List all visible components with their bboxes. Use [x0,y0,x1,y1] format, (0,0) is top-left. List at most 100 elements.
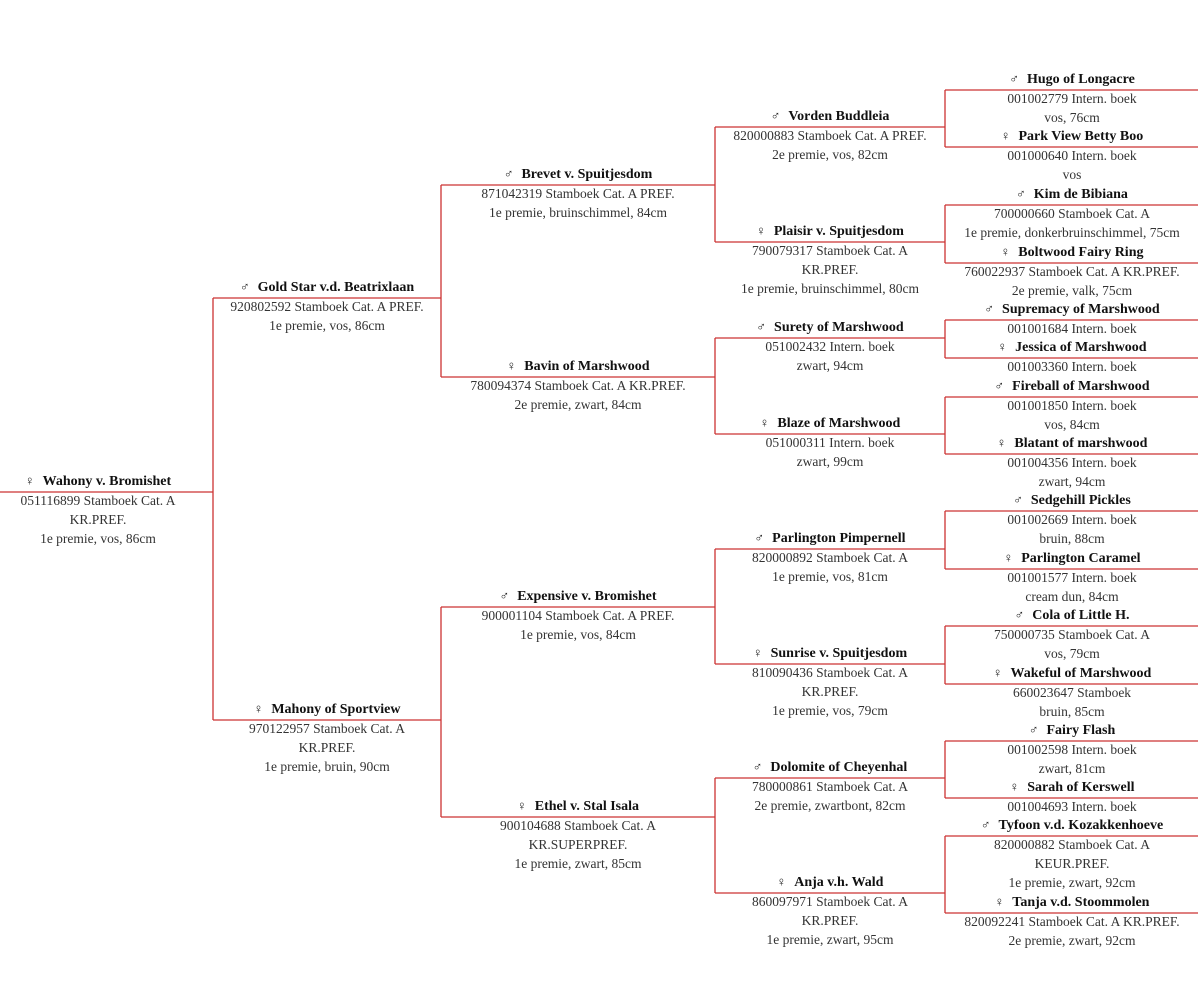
horse-name: Gold Star v.d. Beatrixlaan [257,280,415,295]
horse-detail-line: 001004356 Intern. boek [1007,455,1137,470]
horse-detail-line: 1e premie, bruinschimmel, 84cm [488,205,668,220]
horse-name: Wahony v. Bromishet [42,474,172,489]
horse-node: ♀Boltwood Fairy Ring 760022937 Stamboek C… [872,242,1200,300]
horse-detail-line: KR.PREF. [298,740,356,755]
horse-name-row: ♀Sunrise v. Spuitjesdom [630,643,1030,663]
horse-node: ♀ Tanja v.d. Stoommolen 820092241 Stamboek… [872,892,1200,950]
horse-name: Wakeful of Marshwood [1010,666,1152,681]
horse-detail-line: 001001577 Intern. boek [1007,570,1137,585]
horse-detail-line: 1e premie, vos, 86cm [269,318,385,333]
horse-name: Fireball of Marshwood [1012,379,1150,394]
horse-detail-line: 1e premie, zwart, 92cm [1008,875,1136,890]
horse-name-row: ♀Mahony of Sportview [127,699,527,719]
horse-name-row: ♂Kim de Bibiana [872,184,1200,204]
horse-detail-line: 820092241 Stamboek Cat. A KR.PREF. [964,914,1180,929]
male-symbol-icon: ♂ [770,108,781,123]
horse-detail-line: 790079317 Stamboek Cat. A [752,243,908,258]
female-symbol-icon: ♀ [776,874,787,889]
horse-name-row: ♂ Vorden Buddleia [630,106,1030,126]
horse-name: Ethel v. Stal Isala [534,799,639,814]
horse-detail-line: 1e premie, zwart, 85cm [514,856,642,871]
horse-name: Surety of Marshwood [774,320,904,335]
horse-detail-line: 001000640 Intern. boek [1007,148,1137,163]
horse-detail-line: bruin, 85cm [1039,704,1105,719]
horse-name-row: ♂Parlington Pimpernell [630,528,1030,548]
horse-node: ♀Bavin of Marshwood 780094374 Stamboek Ca… [378,356,778,414]
horse-name: Vorden Buddleia [788,109,890,124]
horse-name-row: ♀Bavin of Marshwood [378,356,778,376]
male-symbol-icon: ♂ [499,588,510,603]
horse-name-row: ♂ Gold Star v.d. Beatrixlaan [127,277,527,297]
horse-name-row: ♀Plaisir v. Spuitjesdom [630,221,1030,241]
horse-detail-line: 1e premie, vos, 79cm [772,703,888,718]
horse-name: Jessica of Marshwood [1015,340,1147,355]
horse-name: Hugo of Longacre [1026,72,1135,87]
male-symbol-icon: ♂ [503,166,514,181]
horse-detail-line: 2e premie, valk, 75cm [1011,283,1133,298]
male-symbol-icon: ♂ [756,319,767,334]
male-symbol-icon: ♂ [239,279,250,294]
horse-name: Blaze of Marshwood [777,416,901,431]
horse-detail-line: vos, 76cm [1044,110,1100,125]
horse-detail-line: KR.PREF. [69,512,127,527]
female-symbol-icon: ♀ [994,894,1005,909]
horse-detail-line: KEUR.PREF. [1034,856,1110,871]
horse-detail-line: 860097971 Stamboek Cat. A [752,894,908,909]
horse-detail-line: 1e premie, donkerbruinschimmel, 75cm [964,225,1180,240]
horse-node: ♀Plaisir v. Spuitjesdom 790079317 Stamboe… [630,221,1030,298]
horse-detail-line: 001002779 Intern. boek [1007,91,1137,106]
horse-detail-line: 2e premie, zwart, 92cm [1008,933,1136,948]
horse-name-row: ♂Tyfoon v.d. Kozakkenhoeve [872,815,1200,835]
horse-name: Park View Betty Boo [1018,129,1144,144]
horse-name: Expensive v. Bromishet [517,589,657,604]
horse-detail-line: 1e premie, zwart, 95cm [766,932,894,947]
horse-detail-line: 760022937 Stamboek Cat. A KR.PREF. [964,264,1180,279]
horse-detail-line: KR.PREF. [801,913,859,928]
horse-node: ♂Cola of Little H.750000735 Stamboek Cat… [872,605,1200,663]
male-symbol-icon: ♂ [1009,71,1019,86]
horse-detail-line: zwart, 99cm [796,454,864,469]
horse-name-row: ♀Boltwood Fairy Ring [872,242,1200,262]
female-symbol-icon: ♀ [517,798,527,813]
female-symbol-icon: ♀ [24,473,35,488]
female-symbol-icon: ♀ [1003,550,1014,565]
horse-name: Mahony of Sportview [271,702,401,717]
horse-name-row: ♀Park View Betty Boo [872,126,1200,146]
male-symbol-icon: ♂ [984,301,995,316]
horse-detail-line: 1e premie, bruinschimmel, 80cm [740,281,920,296]
horse-detail-line: vos, 84cm [1044,417,1100,432]
horse-detail-line: 051116899 Stamboek Cat. A [20,493,176,508]
horse-node: ♀Park View Betty Boo 001000640 Intern. bo… [872,126,1200,184]
horse-detail-line: 900104688 Stamboek Cat. A [500,818,656,833]
horse-detail-line: 780094374 Stamboek Cat. A KR.PREF. [470,378,686,393]
horse-detail-line: zwart, 94cm [796,358,864,373]
horse-name: Sedgehill Pickles [1030,493,1131,508]
horse-name-row: ♀ Tanja v.d. Stoommolen [872,892,1200,912]
horse-detail-line: 001001684 Intern. boek [1007,321,1137,336]
horse-node: ♀ Wahony v. Bromishet 051116899 Stamboek C… [0,471,298,548]
horse-name-row: ♀Jessica of Marshwood [872,337,1200,357]
horse-name-row: ♂Dolomite of Cheyenhal [630,757,1030,777]
horse-name: Fairy Flash [1046,723,1116,738]
horse-name-row: ♀Blaze of Marshwood [630,413,1030,433]
horse-name: Bavin of Marshwood [524,359,650,374]
horse-name-row: ♀ Ethel v. Stal Isala [378,796,778,816]
horse-name: Blatant of marshwood [1014,436,1148,451]
horse-name: Sarah of Kerswell [1027,780,1135,795]
horse-name-row: ♂Fireball of Marshwood [872,376,1200,396]
horse-name: Parlington Pimpernell [772,531,906,546]
horse-detail-line: cream dun, 84cm [1025,589,1119,604]
horse-name: Tanja v.d. Stoommolen [1012,895,1150,910]
